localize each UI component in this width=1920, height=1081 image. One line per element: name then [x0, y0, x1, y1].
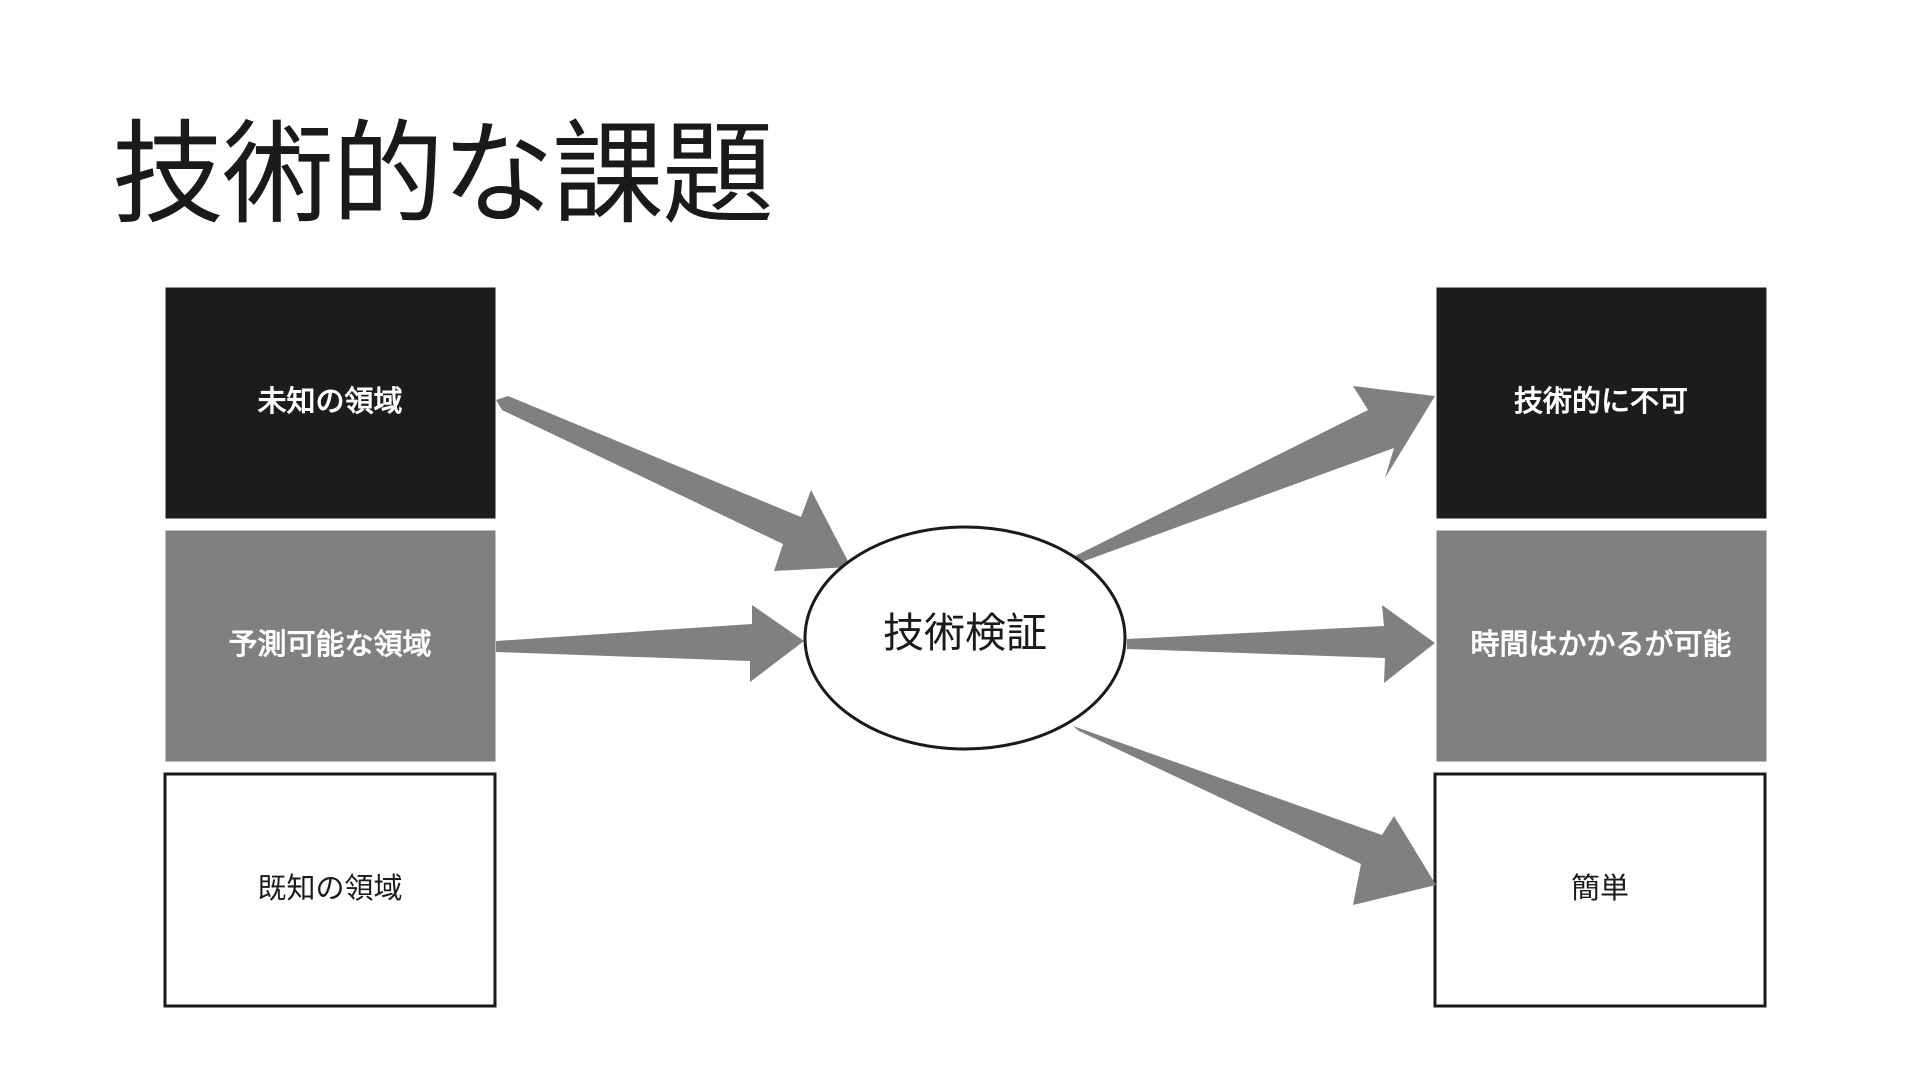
right-box-easy[interactable]: 簡単: [1433, 772, 1767, 1008]
arrow-predictable-to-verification: [496, 605, 804, 682]
left-box-predictable[interactable]: 予測可能な領域: [165, 530, 496, 762]
right-box-infeasible[interactable]: 技術的に不可: [1436, 287, 1767, 519]
right-box-infeasible-label: 技術的に不可: [1514, 384, 1688, 418]
right-box-easy-label: 簡単: [1571, 871, 1629, 905]
arrow-unknown-to-verification: [496, 396, 851, 571]
arrow-verification-to-easy: [1073, 726, 1436, 905]
right-box-possible-with-time[interactable]: 時間はかかるが可能: [1436, 530, 1767, 762]
arrow-verification-to-possible: [1127, 605, 1435, 683]
slide-title: 技術的な課題: [112, 110, 774, 240]
left-box-unknown[interactable]: 未知の領域: [165, 287, 496, 519]
left-box-known[interactable]: 既知の領域: [163, 772, 497, 1008]
left-box-known-label: 既知の領域: [257, 871, 402, 905]
verification-node[interactable]: 技術検証: [803, 525, 1127, 751]
left-box-unknown-label: 未知の領域: [257, 384, 402, 418]
left-box-predictable-label: 予測可能な領域: [228, 627, 431, 661]
arrow-verification-to-infeasible: [1073, 386, 1435, 563]
verification-node-label: 技術検証: [883, 609, 1047, 657]
right-box-possible-with-time-label: 時間はかかるが可能: [1470, 627, 1731, 661]
